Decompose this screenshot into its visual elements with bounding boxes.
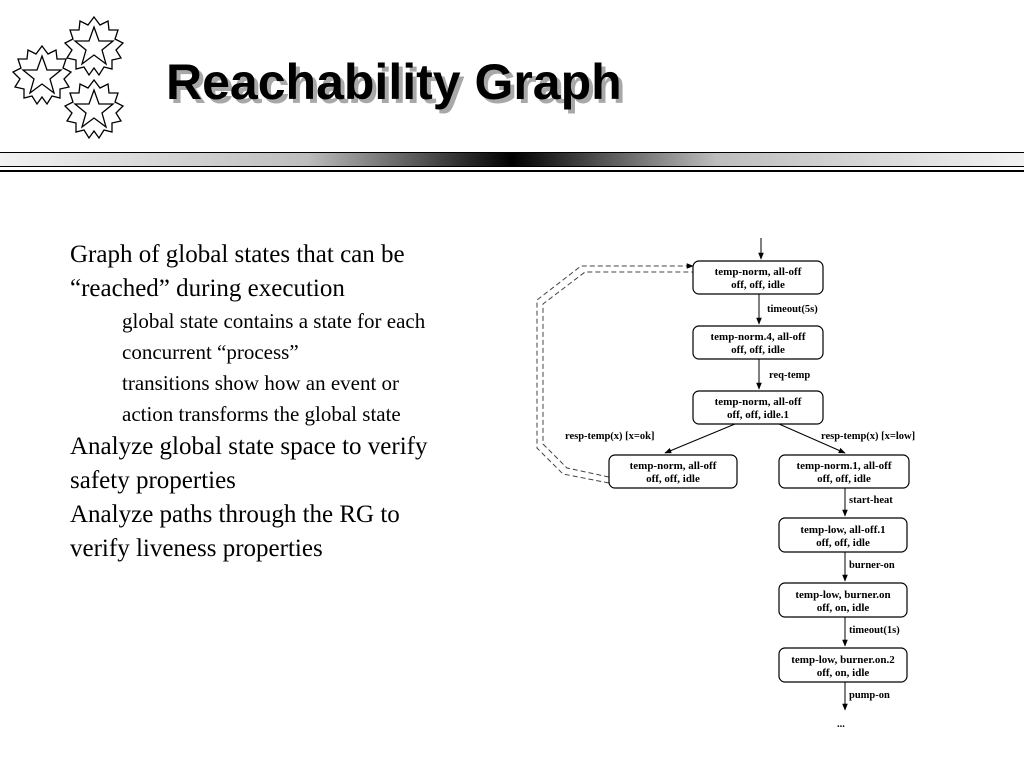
return-edge-inner bbox=[536, 263, 694, 484]
graph-node: temp-norm, all-off off, off, idle bbox=[692, 260, 824, 295]
continuation-dots: ... bbox=[837, 719, 845, 730]
node-label: temp-norm, all-off bbox=[630, 460, 717, 472]
edge-label: burner-on bbox=[849, 560, 895, 571]
edge-line bbox=[778, 423, 846, 454]
bullet-line: Graph of global states that can be bbox=[70, 241, 405, 268]
edge-label: req-temp bbox=[769, 370, 810, 381]
graph-node: temp-low, burner.on off, on, idle bbox=[778, 582, 908, 618]
sub-bullet-line: global state contains a state for each bbox=[122, 309, 426, 333]
edge-label: timeout(1s) bbox=[849, 625, 900, 636]
edge-label: start-heat bbox=[849, 495, 893, 506]
node-label: off, off, idle bbox=[817, 473, 871, 485]
page-title-shadow: Reachability Graph bbox=[170, 58, 626, 114]
sub-bullet-line: transitions show how an event or bbox=[122, 371, 400, 395]
bullet-line: Analyze paths through the RG to bbox=[70, 501, 400, 528]
bullet-line: Analyze global state space to verify bbox=[70, 433, 428, 460]
bullet-list: Graph of global states that can be “reac… bbox=[70, 238, 510, 566]
page-title: Reachability Graph bbox=[166, 54, 622, 110]
node-label: temp-norm.4, all-off bbox=[710, 331, 805, 343]
node-label: off, on, idle bbox=[817, 667, 870, 679]
sub-bullet-line: concurrent “process” bbox=[122, 340, 299, 364]
graph-node: temp-norm.1, all-off off, off, idle bbox=[778, 454, 910, 489]
node-label: temp-low, all-off.1 bbox=[800, 524, 885, 536]
graph-node: temp-norm, all-off off, off, idle bbox=[608, 454, 738, 489]
edge-label: resp-temp(x) [x=low] bbox=[821, 431, 915, 442]
edge-label: pump-on bbox=[849, 690, 890, 701]
edge-line bbox=[664, 423, 736, 454]
return-edge-outer bbox=[542, 271, 693, 478]
node-label: off, off, idle bbox=[731, 344, 785, 356]
bullet-line: safety properties bbox=[70, 467, 236, 494]
node-label: temp-norm, all-off bbox=[715, 396, 802, 408]
node-label: temp-low, burner.on.2 bbox=[791, 654, 895, 666]
node-label: off, off, idle bbox=[816, 537, 870, 549]
graph-node: temp-low, all-off.1 off, off, idle bbox=[778, 517, 908, 553]
node-label: temp-norm.1, all-off bbox=[796, 460, 891, 472]
node-label: off, off, idle bbox=[731, 279, 785, 291]
title-rule-gradient bbox=[0, 152, 1024, 167]
node-label: off, off, idle bbox=[646, 473, 700, 485]
edge-label: resp-temp(x) [x=ok] bbox=[565, 431, 654, 442]
star-logo-icon bbox=[12, 16, 124, 139]
node-label: off, off, idle.1 bbox=[727, 409, 789, 421]
node-label: temp-norm, all-off bbox=[715, 266, 802, 278]
bullet-line: verify liveness properties bbox=[70, 535, 323, 562]
edge-label: timeout(5s) bbox=[767, 304, 818, 315]
title-rule-line bbox=[0, 170, 1024, 172]
bullet-line: “reached” during execution bbox=[70, 275, 345, 302]
graph-node: temp-norm, all-off off, off, idle.1 bbox=[692, 390, 824, 425]
sub-bullet-line: action transforms the global state bbox=[122, 402, 401, 426]
graph-node: temp-low, burner.on.2 off, on, idle bbox=[778, 647, 908, 683]
node-label: off, on, idle bbox=[817, 602, 870, 614]
reachability-graph: timeout(5s) req-temp resp-temp(x) [x=ok]… bbox=[536, 238, 915, 730]
node-label: temp-low, burner.on bbox=[795, 589, 890, 601]
graph-node: temp-norm.4, all-off off, off, idle bbox=[692, 325, 824, 360]
